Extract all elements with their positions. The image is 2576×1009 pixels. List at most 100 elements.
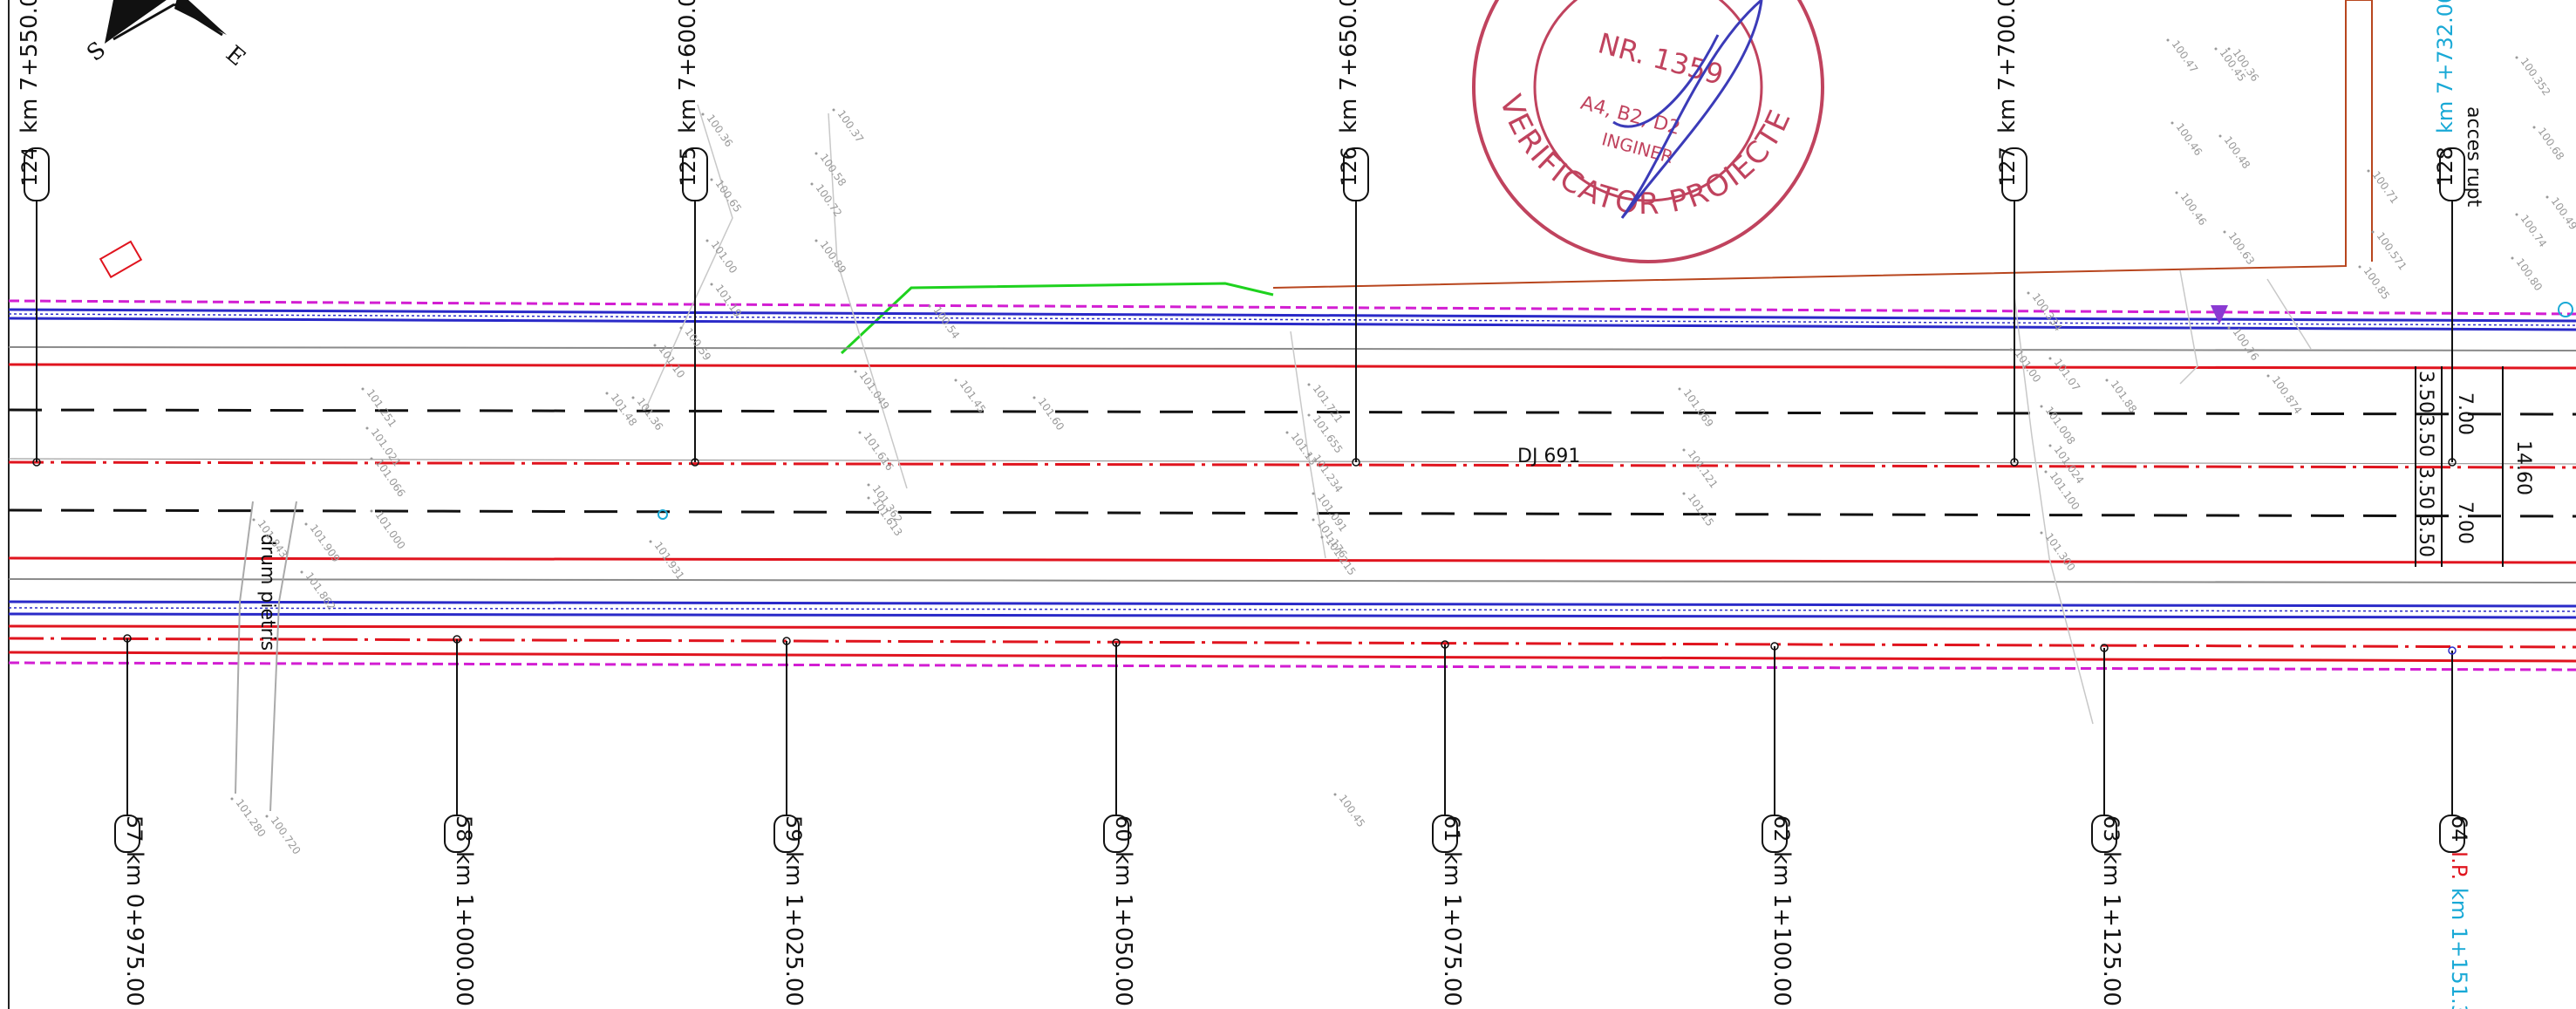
station-km-label: km 1+100.00 — [1768, 851, 1795, 1006]
elevation-point — [2009, 348, 2013, 351]
blue-edge-top-2 — [8, 317, 2576, 331]
station-number: 126 — [1337, 147, 1361, 187]
dimension-column — [2415, 366, 2504, 567]
elevation-point — [2227, 47, 2231, 51]
elevation-point — [814, 239, 818, 242]
elevation-point — [2532, 126, 2536, 129]
station-number-box — [773, 815, 800, 853]
elevation-point — [304, 522, 308, 526]
station-number: 64 — [2447, 815, 2471, 842]
half-width-1: 7.00 — [2454, 392, 2476, 435]
station-point — [1441, 640, 1449, 649]
station-point — [1770, 642, 1779, 651]
red-edge-bottom — [8, 556, 2576, 564]
elevation-point — [370, 509, 373, 513]
elevation-label: 100.48 — [2222, 134, 2253, 171]
survey-point-cyan-2 — [2558, 302, 2573, 317]
handwritten-signature — [1612, 0, 1763, 219]
station-point — [782, 637, 791, 645]
elevation-point — [2166, 38, 2170, 42]
elevation-label: 101.069 — [1681, 387, 1716, 430]
station-number: 62 — [1769, 815, 1794, 842]
station-top-124: 124 km 7+550.00 — [17, 0, 50, 467]
elevation-point — [1307, 413, 1311, 417]
north-arrow-right-blade — [174, 0, 227, 35]
station-point — [453, 635, 461, 644]
grey-line-top — [8, 346, 2576, 351]
elevation-label: 100.46 — [2174, 121, 2205, 158]
station-number-box — [2001, 147, 2027, 201]
elevation-point — [1312, 492, 1315, 495]
elevation-label: 100.65 — [713, 178, 745, 215]
elevation-label: 100.36 — [705, 112, 736, 149]
elevation-label: 100.76 — [2231, 326, 2262, 363]
elevation-label: 101.45 — [957, 378, 989, 415]
elevation-label: 100.68 — [2536, 126, 2567, 162]
station-number: 60 — [1111, 815, 1135, 842]
station-number-box — [1432, 815, 1458, 853]
elevation-label: 100.874 — [2270, 374, 2305, 417]
elevation-label: 100.47 — [2170, 38, 2201, 75]
green-edge-line — [840, 282, 1274, 355]
lane-width-3: 3.50 — [2415, 467, 2436, 509]
pietris-road-outline — [235, 501, 254, 794]
elevation-label: 101.36 — [635, 396, 666, 433]
station-number: 124 — [17, 147, 42, 187]
station-number: 127 — [1995, 147, 2020, 187]
elevation-label: 100.85 — [2361, 265, 2393, 302]
elevation-point — [1312, 518, 1315, 522]
station-point — [2448, 646, 2457, 655]
elevation-point — [2105, 378, 2109, 382]
pietris-road-label: drum pietris — [256, 534, 278, 651]
elevation-point — [2214, 47, 2218, 51]
elevation-point — [300, 570, 303, 574]
elevation-point — [854, 370, 857, 373]
station-bottom-60: 60 km 1+050.00 — [1103, 638, 1136, 1006]
elevation-point — [1307, 383, 1311, 386]
elevation-label: 100.37 — [835, 108, 867, 145]
purple-marker — [2211, 305, 2228, 324]
north-arrow: S E — [82, 0, 250, 72]
station-km-label: km 0+975.00 — [121, 851, 147, 1006]
elevation-label: 100.89 — [818, 239, 849, 276]
station-km-label: km 7+700.00 — [1994, 0, 2021, 133]
stamp-number: NR. 1359 — [1595, 26, 1728, 92]
elevation-point — [1307, 453, 1311, 456]
station-number: 57 — [122, 815, 147, 842]
station-number-box — [114, 815, 140, 853]
station-point — [691, 458, 699, 467]
station-number: 58 — [452, 815, 476, 842]
station-number: 61 — [1440, 815, 1464, 842]
survey-line-1 — [644, 104, 733, 411]
elevation-label: 101.121 — [1686, 448, 1721, 491]
survey-line-6 — [2266, 278, 2312, 350]
elevation-point — [1032, 396, 1036, 399]
elevation-point — [2515, 213, 2518, 216]
verification-stamp: NR. 1359 A4, B2, D2 INGINER VERIFICATOR … — [1472, 0, 1824, 263]
elevation-points-group: 100.37100.58100.72100.89100.36100.65101.… — [230, 38, 2576, 856]
grey-line-bottom — [8, 578, 2576, 583]
red-edge-lower-2 — [8, 651, 2576, 663]
survey-line-2 — [828, 112, 908, 489]
stamp-outer-ring — [1472, 0, 1824, 263]
station-number: 63 — [2099, 815, 2123, 842]
station-bottom-64: 64I.P.km 1+151.35 — [2439, 646, 2471, 1009]
access-sign — [99, 240, 143, 279]
elevation-point — [810, 182, 814, 186]
station-km-label: km 7+600.00 — [675, 0, 701, 133]
dashed-lane-top — [8, 408, 2576, 416]
elevation-point — [2358, 265, 2361, 269]
station-km-label: km 1+050.00 — [1110, 851, 1136, 1006]
station-km-label: km 7+550.00 — [17, 0, 43, 133]
elevation-point — [2223, 230, 2226, 234]
elevation-point — [230, 797, 234, 801]
elevation-point — [2027, 291, 2030, 295]
elevation-label: 101.13 — [1289, 431, 1320, 467]
elevation-point — [2545, 195, 2549, 199]
elevation-label: 101.049 — [857, 370, 892, 412]
station-point — [2010, 458, 2019, 467]
elevation-point — [2218, 134, 2222, 138]
